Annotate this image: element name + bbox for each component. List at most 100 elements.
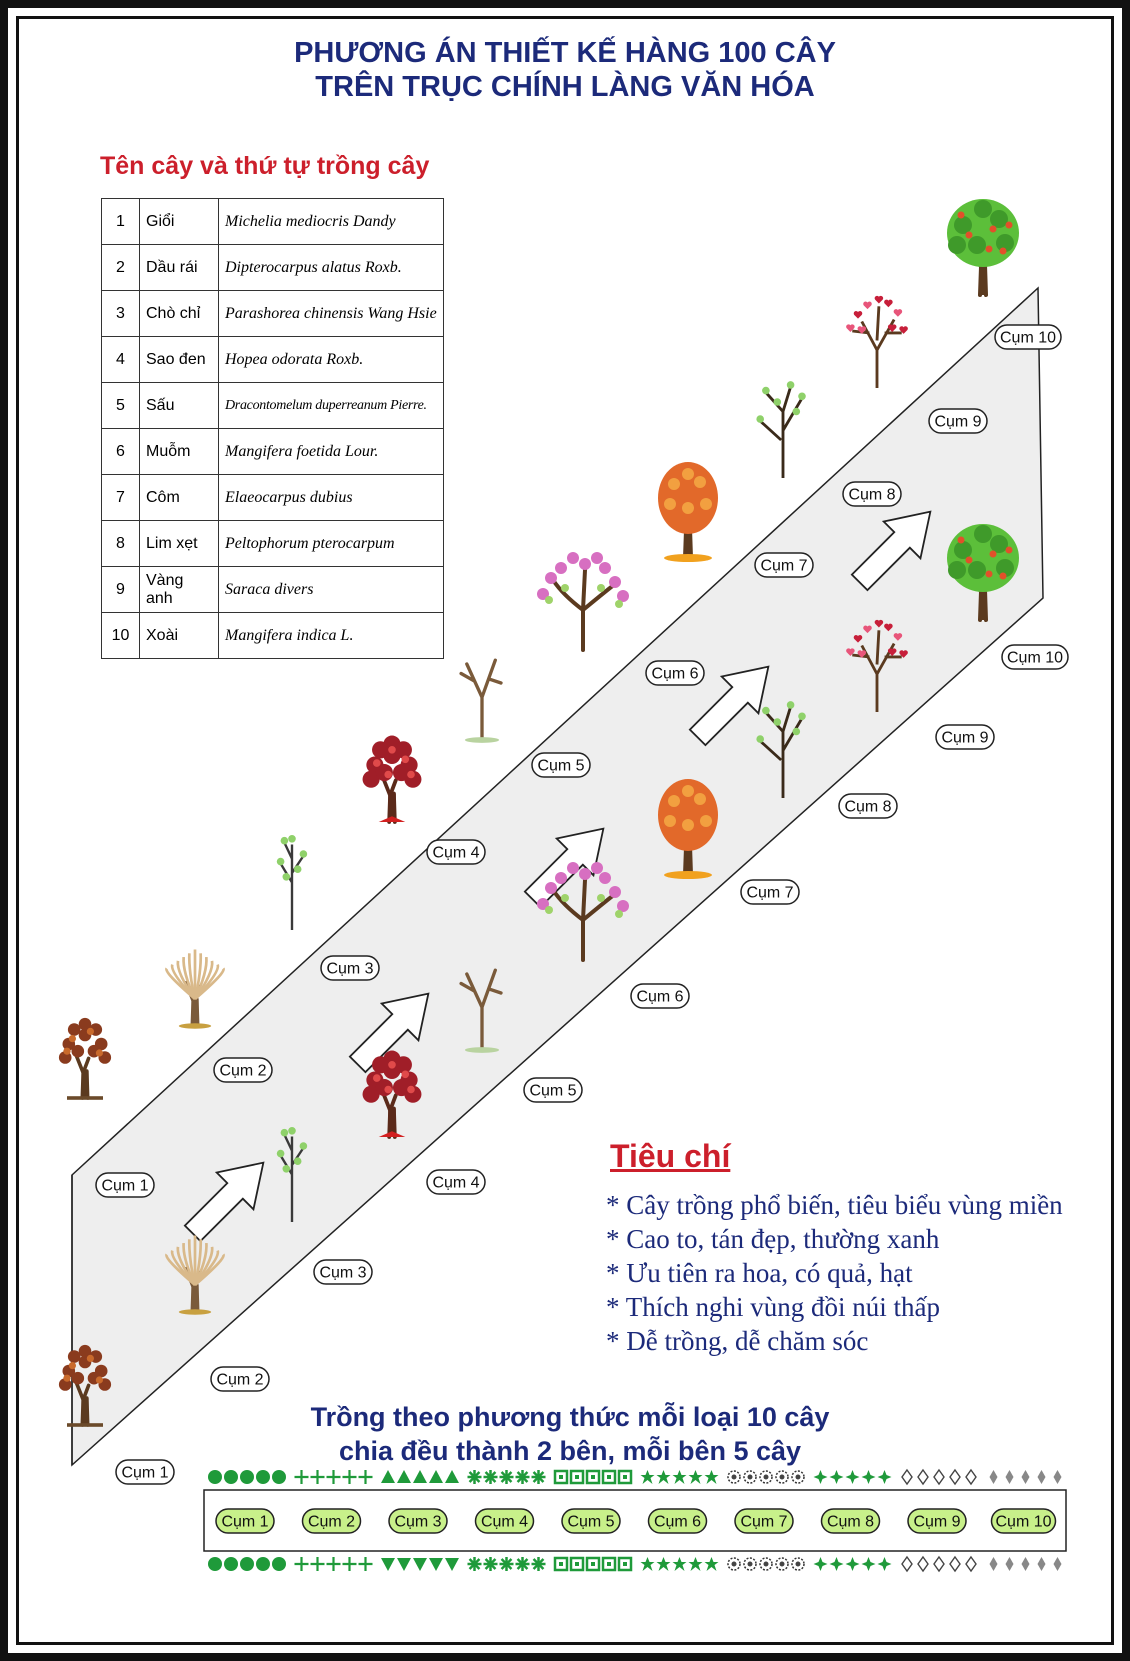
inner-border — [16, 16, 1114, 1645]
criteria-item: * Thích nghi vùng đồi núi thấp — [606, 1292, 940, 1322]
criteria-item: * Cây trồng phổ biến, tiêu biểu vùng miề… — [606, 1190, 1063, 1220]
cluster-label: Cụm 9 — [928, 408, 988, 434]
cluster-label: Cụm 6 — [645, 660, 705, 686]
direction-arrow-icon — [183, 1161, 265, 1243]
star-icon — [656, 1557, 671, 1571]
square-icon — [617, 1556, 633, 1572]
square-icon — [585, 1556, 601, 1572]
diamond-icon — [933, 1468, 945, 1486]
red-flower-tree-icon — [362, 1050, 422, 1139]
star-icon — [640, 1470, 655, 1484]
square-icon — [569, 1469, 585, 1485]
scientific-name: Saraca divers — [218, 566, 444, 613]
ring-icon — [775, 1470, 789, 1484]
circle-icon — [272, 1557, 286, 1571]
diamond-icon — [901, 1555, 913, 1573]
scientific-name: Peltophorum pterocarpum — [218, 520, 444, 567]
plus-icon — [342, 1557, 357, 1571]
svg-text:Cụm 7: Cụm 7 — [746, 885, 793, 902]
svg-text:Cụm 10: Cụm 10 — [1007, 650, 1063, 667]
square-icon — [585, 1469, 601, 1485]
species-number: 5 — [101, 382, 140, 429]
ring-icon — [727, 1470, 741, 1484]
orange-canopy-tree-icon — [658, 462, 718, 562]
square-icon — [601, 1556, 617, 1572]
burst-icon — [515, 1557, 530, 1571]
triangle-icon — [381, 1470, 395, 1483]
ring-icon — [791, 1557, 805, 1571]
square-icon — [569, 1556, 585, 1572]
svg-text:Cụm 5: Cụm 5 — [529, 1083, 576, 1100]
svg-text:Cụm 8: Cụm 8 — [844, 799, 891, 816]
svg-text:Cụm 9: Cụm 9 — [941, 730, 988, 747]
svg-text:Cụm 10: Cụm 10 — [1000, 330, 1056, 347]
direction-arrow-icon — [688, 665, 770, 747]
diamond-icon — [917, 1468, 929, 1486]
criteria-item: * Cao to, tán đẹp, thường xanh — [606, 1224, 940, 1254]
diamond-icon — [901, 1468, 913, 1486]
plus-icon — [358, 1470, 373, 1484]
circle-icon — [224, 1557, 238, 1571]
dropdiamond-icon — [989, 1470, 998, 1484]
species-name: Dầu rái — [139, 244, 219, 291]
cluster-label: Cụm 9 — [907, 1508, 967, 1534]
symbol-row-bottom — [208, 1555, 1062, 1573]
plus-icon — [310, 1557, 325, 1571]
ring-icon — [743, 1470, 757, 1484]
svg-text:Cụm 1: Cụm 1 — [221, 1514, 268, 1531]
title-line-1: PHƯƠNG ÁN THIẾT KẾ HÀNG 100 CÂY — [294, 37, 836, 69]
triangle-icon — [413, 1470, 427, 1483]
dropdiamond-icon — [989, 1557, 998, 1571]
dropdiamond-icon — [1021, 1557, 1030, 1571]
cluster-label: Cụm 4 — [426, 839, 486, 865]
circle-icon — [224, 1470, 238, 1484]
cluster-label: Cụm 5 — [523, 1077, 583, 1103]
species-name: Sấu — [139, 382, 219, 429]
burst-icon — [483, 1557, 498, 1571]
criteria-title: Tiêu chí — [610, 1138, 731, 1174]
species-number: 10 — [101, 612, 140, 659]
bare-tree-icon — [459, 968, 503, 1053]
white-feather-tree-icon — [165, 1235, 225, 1315]
ring-icon — [759, 1470, 773, 1484]
triangle-icon — [429, 1470, 443, 1483]
svg-text:Cụm 8: Cụm 8 — [848, 487, 895, 504]
cluster-label: Cụm 1 — [95, 1172, 155, 1198]
cluster-label: Cụm 6 — [630, 983, 690, 1009]
ring-icon — [727, 1557, 741, 1571]
svg-text:Cụm 4: Cụm 4 — [432, 845, 479, 862]
cluster-label: Cụm 5 — [531, 752, 591, 778]
cluster-label: Cụm 10 — [1001, 644, 1069, 670]
circle-icon — [208, 1557, 222, 1571]
sparkle-icon — [845, 1470, 860, 1484]
scientific-name: Dracontomelum duperreanum Pierre. — [218, 382, 444, 429]
triangle-icon — [397, 1558, 411, 1571]
triangle-icon — [413, 1558, 427, 1571]
scientific-name: Mangifera foetida Lour. — [218, 428, 444, 475]
brown-leaf-tree-icon — [58, 1344, 112, 1427]
species-name: Giổi — [139, 198, 219, 245]
burst-icon — [467, 1470, 482, 1484]
cluster-label: Cụm 3 — [313, 1259, 373, 1285]
svg-text:Cụm 5: Cụm 5 — [567, 1514, 614, 1531]
plus-icon — [310, 1470, 325, 1484]
cluster-label: Cụm 8 — [842, 481, 902, 507]
sparse-sapling-tree-icon — [756, 701, 806, 798]
star-icon — [672, 1470, 687, 1484]
cluster-label: Cụm 8 — [820, 1508, 881, 1534]
star-icon — [704, 1470, 719, 1484]
bare-tree-icon — [459, 658, 503, 743]
diamond-icon — [965, 1468, 977, 1486]
circle-icon — [256, 1470, 270, 1484]
cluster-label: Cụm 5 — [561, 1508, 621, 1534]
burst-icon — [531, 1470, 546, 1484]
svg-text:Cụm 5: Cụm 5 — [537, 758, 584, 775]
triangle-icon — [445, 1558, 459, 1571]
cluster-label: Cụm 7 — [740, 879, 800, 905]
svg-text:Cụm 3: Cụm 3 — [319, 1265, 366, 1282]
cluster-label: Cụm 3 — [388, 1508, 448, 1534]
